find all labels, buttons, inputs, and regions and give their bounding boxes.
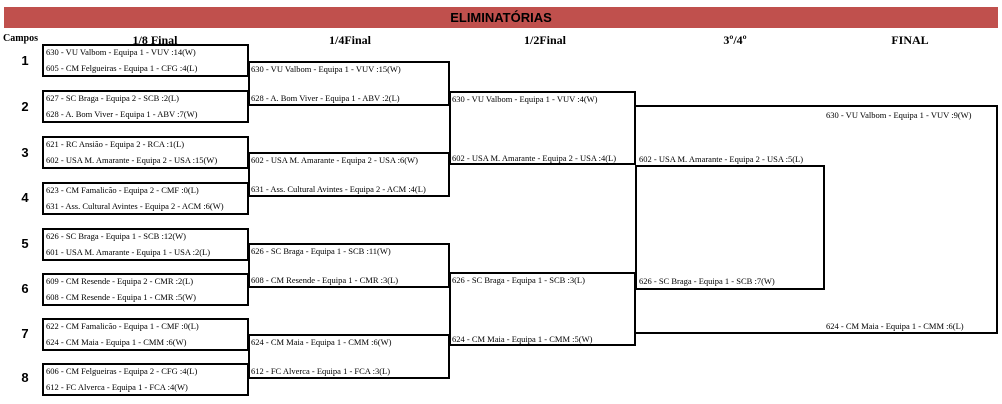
team-entry-final: 630 - VU Valbom - Equipa 1 - VUV :9(W): [826, 110, 972, 120]
team-entry-r16: 606 - CM Felgueiras - Equipa 2 - CFG :4(…: [46, 366, 198, 376]
match-box-sf: [449, 91, 636, 165]
match-box-r16: [42, 44, 249, 77]
team-entry-sf: 602 - USA M. Amarante - Equipa 2 - USA :…: [452, 153, 617, 163]
round-header-1-4: 1/4Final: [328, 33, 371, 47]
team-entry-r16: 626 - SC Braga - Equipa 1 - SCB :12(W): [46, 231, 186, 241]
team-entry-r16: 602 - USA M. Amarante - Equipa 2 - USA :…: [46, 155, 218, 165]
team-entry-qf: 608 - CM Resende - Equipa 1 - CMR :3(L): [251, 275, 399, 285]
team-entry-third: 602 - USA M. Amarante - Equipa 2 - USA :…: [639, 154, 804, 164]
campo-number: 3: [21, 145, 29, 160]
team-entry-r16: 628 - A. Bom Viver - Equipa 1 - ABV :7(W…: [46, 109, 198, 119]
match-box-r16: [42, 273, 249, 306]
campo-number: 8: [21, 370, 29, 385]
team-entry-qf: 631 - Ass. Cultural Avintes - Equipa 2 -…: [251, 184, 426, 194]
round-header-3-4: 3º/4º: [723, 33, 747, 47]
team-entry-qf: 602 - USA M. Amarante - Equipa 2 - USA :…: [251, 155, 418, 165]
round-header-1-2: 1/2Final: [523, 33, 566, 47]
team-entry-qf: 626 - SC Braga - Equipa 1 - SCB :11(W): [251, 246, 391, 256]
team-entry-qf: 628 - A. Bom Viver - Equipa 1 - ABV :2(L…: [251, 93, 400, 103]
team-entry-r16: 622 - CM Famalicão - Equipa 1 - CMF :0(L…: [46, 321, 199, 331]
team-entry-qf: 630 - VU Valbom - Equipa 1 - VUV :15(W): [251, 64, 401, 74]
team-entry-qf: 612 - FC Alverca - Equipa 1 - FCA :3(L): [251, 366, 391, 376]
campos-header: Campos: [3, 33, 39, 44]
team-entry-qf: 624 - CM Maia - Equipa 1 - CMM :6(W): [251, 337, 392, 347]
final-bracket-line: [996, 106, 998, 334]
round-header-1-8: 1/8 Final: [132, 33, 178, 47]
team-entry-r16: 608 - CM Resende - Equipa 1 - CMR :5(W): [46, 292, 196, 302]
team-entry-sf: 624 - CM Maia - Equipa 1 - CMM :5(W): [452, 334, 593, 344]
campo-number: 7: [21, 326, 29, 341]
team-entry-r16: 601 - USA M. Amarante - Equipa 1 - USA :…: [46, 247, 211, 257]
campo-number: 1: [21, 53, 29, 68]
match-box-sf: [449, 272, 636, 346]
team-entry-r16: 623 - CM Famalicão - Equipa 2 - CMF :0(L…: [46, 185, 199, 195]
team-entry-r16: 631 - Ass. Cultural Avintes - Equipa 2 -…: [46, 201, 224, 211]
match-box-qf: [248, 243, 450, 288]
match-box-r16: [42, 363, 249, 396]
team-entry-r16: 624 - CM Maia - Equipa 1 - CMM :6(W): [46, 337, 187, 347]
team-entry-r16: 627 - SC Braga - Equipa 2 - SCB :2(L): [46, 93, 179, 103]
team-entry-r16: 609 - CM Resende - Equipa 2 - CMR :2(L): [46, 276, 194, 286]
final-bracket-line: [635, 332, 998, 334]
campo-number: 6: [21, 281, 29, 296]
match-box-third-place: [635, 165, 825, 290]
campo-number: 2: [21, 99, 29, 114]
team-entry-r16: 612 - FC Alverca - Equipa 1 - FCA :4(W): [46, 382, 188, 392]
match-box-qf: [248, 61, 450, 106]
page-title: ELIMINATÓRIAS: [4, 7, 998, 28]
team-entry-sf: 630 - VU Valbom - Equipa 1 - VUV :4(W): [452, 94, 598, 104]
team-entry-final: 624 - CM Maia - Equipa 1 - CMM :6(L): [826, 321, 964, 331]
campo-number: 5: [21, 236, 29, 251]
match-box-qf: [248, 152, 450, 197]
team-entry-r16: 621 - RC Ansião - Equipa 2 - RCA :1(L): [46, 139, 185, 149]
team-entry-r16: 605 - CM Felgueiras - Equipa 1 - CFG :4(…: [46, 63, 198, 73]
round-header-final: FINAL: [891, 33, 929, 47]
team-entry-sf: 626 - SC Braga - Equipa 1 - SCB :3(L): [452, 275, 585, 285]
match-box-qf: [248, 334, 450, 379]
campo-number: 4: [21, 190, 29, 205]
team-entry-third: 626 - SC Braga - Equipa 1 - SCB :7(W): [639, 276, 775, 286]
final-bracket-line: [635, 105, 998, 107]
team-entry-r16: 630 - VU Valbom - Equipa 1 - VUV :14(W): [46, 47, 196, 57]
match-box-r16: [42, 182, 249, 215]
match-box-r16: [42, 90, 249, 123]
